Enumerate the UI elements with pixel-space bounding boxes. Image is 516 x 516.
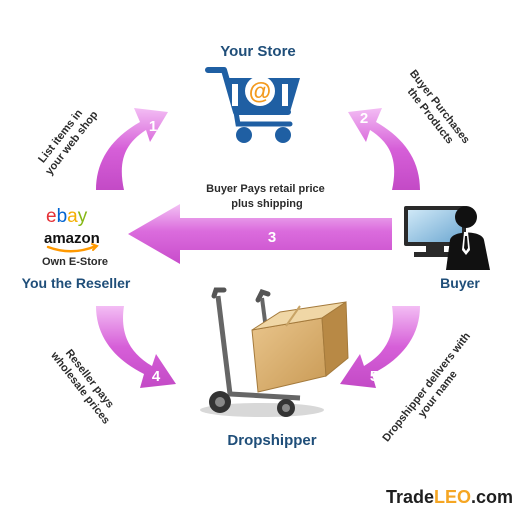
shopping-cart-icon: @ [205,67,300,143]
channel-own-e-store: Own E-Store [42,256,108,268]
step-arrow-5: 5 [340,306,420,388]
at-sign-icon: @ [249,78,271,104]
step-text-4: Reseller pays wholesale prices [48,341,123,427]
svg-text:ebay: ebay [46,206,88,227]
brand-part-3: .com [471,487,513,507]
hand-truck-box-icon [200,287,349,417]
step-text-3-line-1: Buyer Pays retail price [206,183,325,195]
step-text-1: List items in your web shop [33,101,101,178]
ebay-logo-e: e [46,206,57,227]
store-label: Your Store [220,43,296,60]
buyer-label: Buyer [440,275,480,291]
svg-text:amazon: amazon [44,230,100,247]
step-arrow-2: 2 [348,108,420,190]
ebay-logo-a: a [67,206,78,227]
step-arrow-3: 3 [128,204,392,264]
step-number-4: 4 [152,368,161,385]
ebay-logo-b: b [57,206,68,227]
step-number-1: 1 [149,118,157,135]
step-number-5: 5 [370,368,378,385]
step-text-3-line-2: plus shipping [231,198,303,210]
step-number-2: 2 [360,110,368,127]
brand-part-1: Trade [386,487,434,507]
step-number-3: 3 [268,229,276,246]
amazon-logo: amazon [44,230,100,253]
brand-part-2: LEO [434,487,471,507]
step-text-2: Buyer Purchases the Products [397,68,474,157]
step-arrow-1: 1 [96,108,168,190]
dropshipper-label: Dropshipper [227,432,316,449]
svg-text:TradeLEO.com: TradeLEO.com [386,487,513,507]
step-arrow-4: 4 [96,306,176,388]
brand-logo: TradeLEO.com [386,487,513,507]
ebay-logo: ebay [46,206,88,227]
ebay-logo-y: y [78,206,88,227]
reseller-label: You the Reseller [22,275,131,291]
step-text-3: Buyer Pays retail price plus shipping [206,183,328,210]
computer-user-icon [404,206,490,270]
